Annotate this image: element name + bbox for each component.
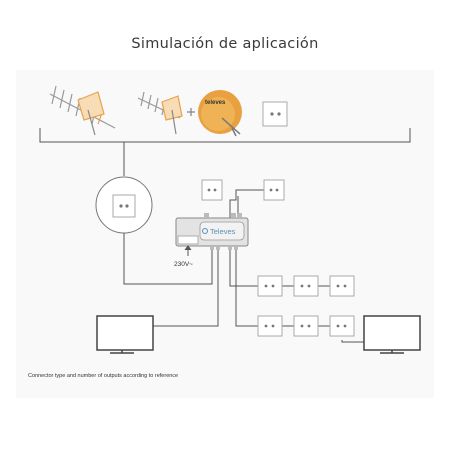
amplifier-device-icon: Televes [175,213,249,250]
plus-icon [187,108,195,116]
wall-socket-icon [293,315,319,337]
wall-socket-icon [257,315,283,337]
wall-socket-icon [329,275,355,297]
wall-socket-icon [329,315,355,337]
wall-socket-icon [293,275,319,297]
voltage-label: 230V~ [174,261,193,268]
tv-icon [96,315,154,354]
wall-socket-icon [262,101,288,127]
wall-socket-icon [263,179,285,201]
tv-icon [363,315,421,354]
power-plug-icon [184,245,192,256]
wall-socket-icon [257,275,283,297]
wall-socket-icon [201,179,223,201]
antenna-bracket [39,128,411,176]
footnote: Connector type and number of outputs acc… [28,373,179,379]
round-wall-socket-icon [95,176,153,234]
uhf-antenna-icon [137,91,183,135]
dish-brand-label: televes [205,100,226,106]
page-title: Simulación de aplicación [131,36,319,52]
device-brand-label: Televes [210,227,236,236]
satellite-dish-icon: televes [198,90,242,137]
yagi-antenna-icon [49,85,116,136]
